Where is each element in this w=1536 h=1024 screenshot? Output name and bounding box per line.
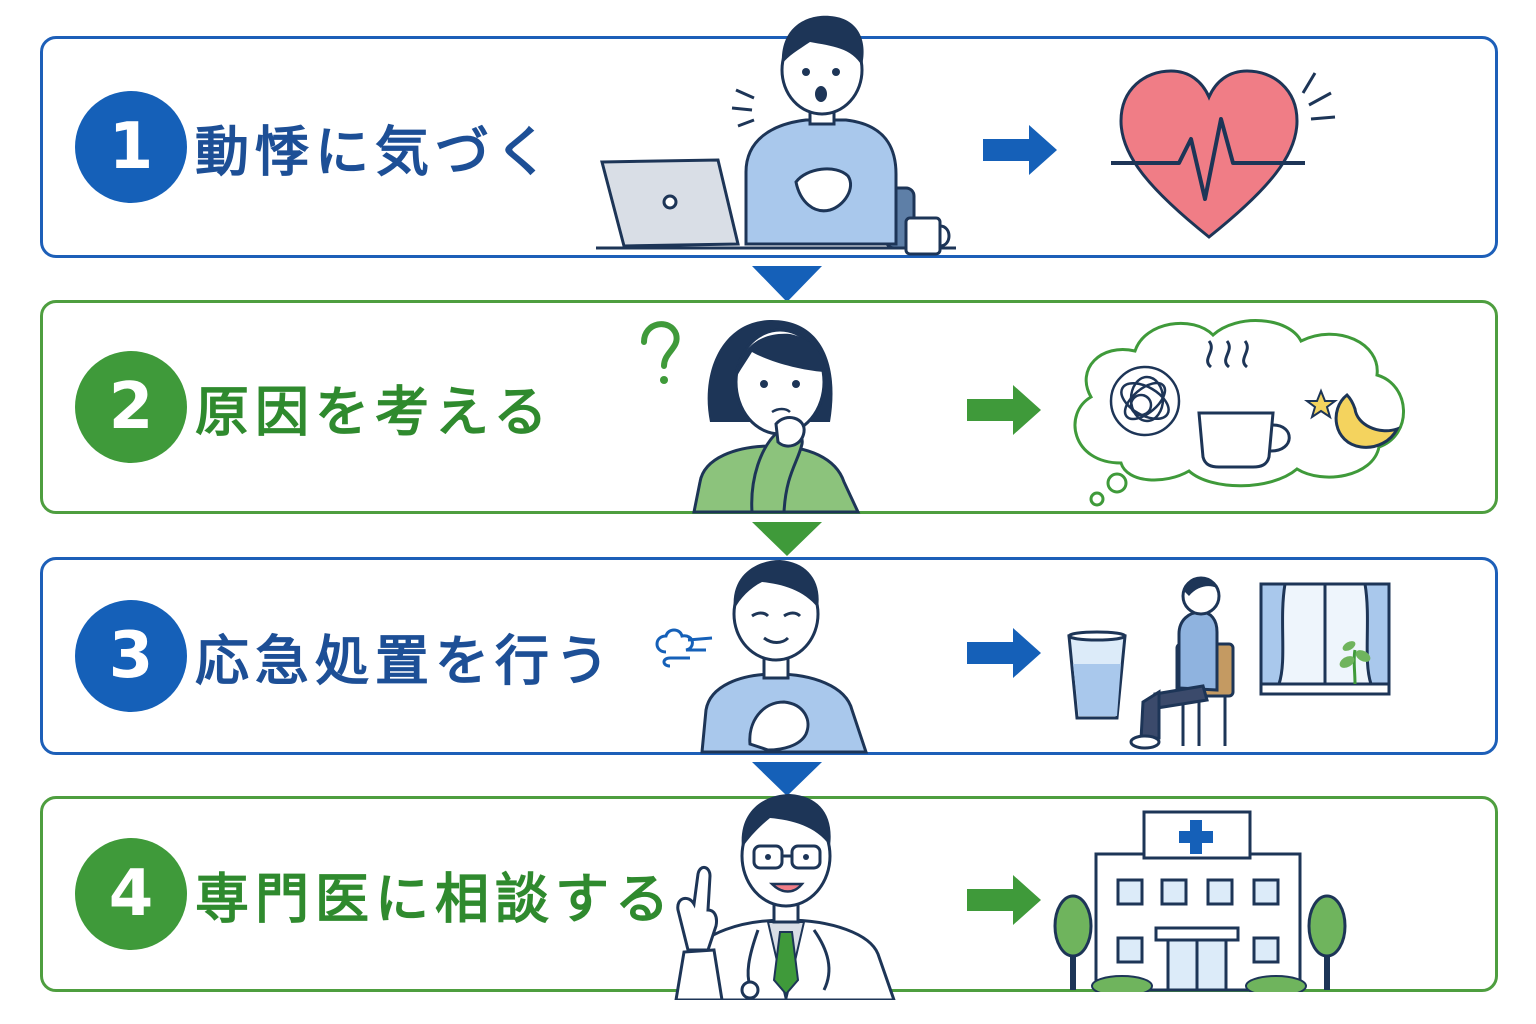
connector-arrow-down-icon [752, 266, 822, 302]
arrow-right-icon [983, 125, 1057, 175]
seated-resting-man-icon [1129, 576, 1235, 750]
connector-arrow-down-icon [752, 522, 822, 556]
stress-tangle-icon [1109, 365, 1181, 437]
step-number-badge: 4 [75, 838, 187, 950]
window-curtain-icon [1259, 582, 1391, 696]
thought-bubble-stress-coffee-sleep-icon [1073, 319, 1405, 507]
thinking-woman-icon [641, 320, 861, 514]
arrow-right-icon [967, 628, 1041, 678]
doctor-icon [674, 794, 896, 1000]
man-at-laptop-icon [596, 15, 956, 256]
step-title: 応急処置を行う [195, 629, 615, 693]
hospital-icon [1053, 810, 1347, 992]
breathing-man-icon [655, 560, 869, 754]
arrow-right-icon [967, 875, 1041, 925]
step-number-badge: 2 [75, 351, 187, 463]
step-title: 専門医に相談する [195, 867, 675, 931]
arrow-right-icon [967, 385, 1041, 435]
heartbeat-heart-icon [1111, 69, 1336, 239]
step-number-badge: 3 [75, 600, 187, 712]
connector-arrow-down-icon [752, 762, 822, 796]
step-title: 原因を考える [195, 380, 554, 444]
step-title: 動悸に気づく [195, 120, 555, 184]
moon-star-icon [1304, 388, 1400, 449]
step-number-badge: 1 [75, 91, 187, 203]
water-glass-icon [1067, 630, 1127, 720]
step-3-card: 3 応急処置を行う [40, 557, 1498, 755]
coffee-cup-icon [1197, 340, 1291, 469]
